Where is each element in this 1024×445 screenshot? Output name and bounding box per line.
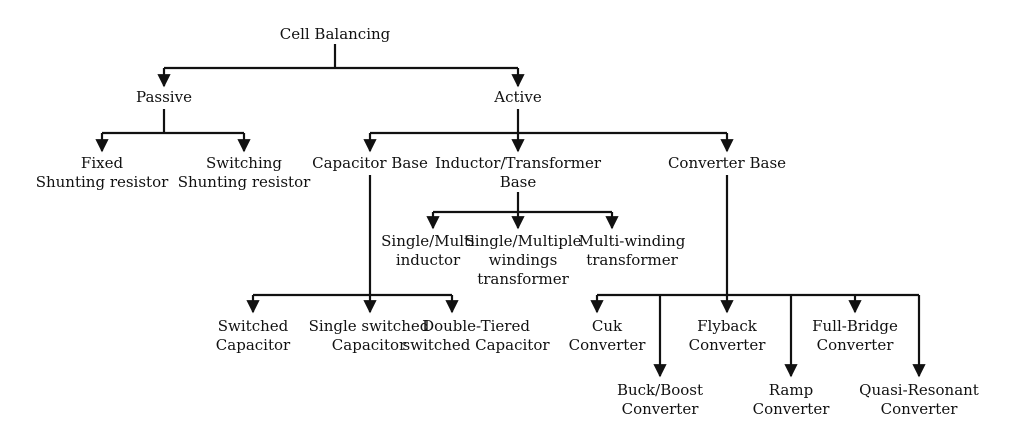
node-line: Base <box>499 173 537 191</box>
node-line: Switching <box>205 154 283 172</box>
node-single-multiple-windings-transformer: Single/Multiple windings transformer <box>463 232 583 289</box>
node-flyback-converter: Flyback Converter <box>677 317 777 355</box>
node-switching-shunting-resistor: Switching Shunting resistor <box>169 154 319 192</box>
node-double-tiered-switched-capacitor: Double-Tiered switched Capacitor <box>401 317 551 355</box>
node-quasi-resonant-converter: Quasi-Resonant Converter <box>844 381 994 419</box>
node-line: Multi-winding <box>578 232 686 250</box>
node-cuk-converter: Cuk Converter <box>557 317 657 355</box>
node-line: Single/Multiple <box>464 232 582 250</box>
node-line: Capacitor <box>331 336 407 354</box>
node-capacitor-base: Capacitor Base <box>300 154 440 173</box>
node-line: Converter <box>621 400 699 418</box>
node-line: Full-Bridge <box>812 317 898 335</box>
node-single-switched-capacitor: Single switched Capacitor <box>303 317 435 355</box>
node-line: Fixed <box>80 154 124 172</box>
node-line: Converter <box>816 336 894 354</box>
node-line: Flyback <box>697 317 757 335</box>
node-buck-boost-converter: Buck/Boost Converter <box>605 381 715 419</box>
node-cell-balancing-line: Cell Balancing <box>279 25 391 43</box>
node-multi-winding-transformer: Multi-winding transformer <box>572 232 692 270</box>
node-converter-base: Converter Base <box>657 154 797 173</box>
node-line: Switched <box>217 317 289 335</box>
node-active-line: Active <box>494 88 542 106</box>
node-cell-balancing: Cell Balancing <box>235 25 435 44</box>
node-line: switched Capacitor <box>402 336 550 354</box>
node-line: Converter Base <box>667 154 787 172</box>
node-line: Converter <box>880 400 958 418</box>
node-line: Double-Tiered <box>422 317 530 335</box>
node-fixed-shunting-resistor: Fixed Shunting resistor <box>27 154 177 192</box>
node-line: windings <box>488 251 558 269</box>
node-line: Converter <box>568 336 646 354</box>
node-full-bridge-converter: Full-Bridge Converter <box>800 317 910 355</box>
node-line: Capacitor Base <box>312 154 428 172</box>
node-line: Capacitor <box>215 336 291 354</box>
node-line: Single/Multi <box>381 232 475 250</box>
node-line: Converter <box>752 400 830 418</box>
node-inductor-transformer-base: Inductor/Transformer Base <box>428 154 608 192</box>
node-line: transformer <box>477 270 569 288</box>
node-line: Quasi-Resonant <box>859 381 979 399</box>
node-passive: Passive <box>104 88 224 107</box>
node-line: transformer <box>586 251 678 269</box>
node-ramp-converter: Ramp Converter <box>741 381 841 419</box>
node-passive-line: Passive <box>136 88 192 106</box>
node-switched-capacitor: Switched Capacitor <box>203 317 303 355</box>
node-line: Cuk <box>591 317 623 335</box>
node-line: Inductor/Transformer <box>434 154 602 172</box>
node-line: Shunting resistor <box>177 173 311 191</box>
node-active: Active <box>458 88 578 107</box>
node-line: Buck/Boost <box>616 381 704 399</box>
node-line: Converter <box>688 336 766 354</box>
node-line: Ramp <box>768 381 814 399</box>
node-line: Single switched <box>308 317 430 335</box>
node-line: Shunting resistor <box>35 173 169 191</box>
node-single-multi-inductor: Single/Multi inductor <box>373 232 483 270</box>
node-line: inductor <box>395 251 461 269</box>
